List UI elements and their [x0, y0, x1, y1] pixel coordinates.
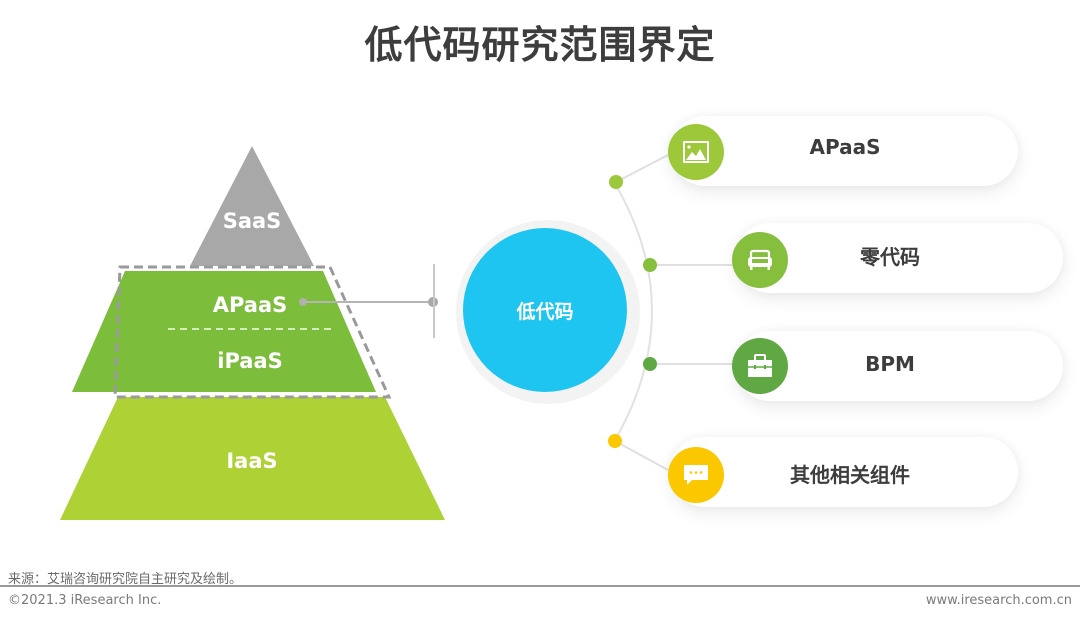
image-icon	[683, 141, 709, 163]
item-icon-circle-bpm	[732, 338, 788, 394]
item-card-zero-code	[735, 223, 1063, 293]
pyramid-layer-saas	[190, 146, 314, 266]
item-icon-circle-apaas	[668, 124, 724, 180]
briefcase-icon	[748, 354, 772, 377]
paas-highlight-border	[113, 265, 392, 399]
item-card-apaas	[670, 116, 1018, 186]
item-dot-4	[608, 434, 622, 448]
center-label: 低代码	[515, 300, 573, 323]
sofa-icon	[748, 249, 772, 270]
item-card-bpm	[735, 331, 1063, 401]
item-card-other	[670, 437, 1018, 507]
item-icon-circle-zero-code	[732, 232, 788, 288]
item-label-other: 其他相关组件	[790, 463, 910, 487]
source-note: 来源：艾瑞咨询研究院自主研究及绘制。	[8, 572, 243, 587]
item-dot-3	[643, 357, 657, 371]
item-line-4	[614, 440, 669, 471]
layer-label-saas: SaaS	[223, 209, 282, 233]
item-dot-1	[609, 175, 623, 189]
chat-bubble-icon	[684, 465, 708, 485]
layer-label-ipaas: iPaaS	[217, 349, 283, 373]
layer-label-apaas: APaaS	[213, 293, 288, 317]
center-circle	[463, 228, 627, 392]
footer-divider	[0, 585, 1080, 587]
page-title: 低代码研究范围界定	[364, 23, 716, 67]
item-line-1	[615, 154, 669, 183]
website-link[interactable]: www.iresearch.com.cn	[925, 593, 1072, 608]
copyright-text: ©2021.3 iResearch Inc.	[8, 593, 162, 608]
item-label-bpm: BPM	[865, 352, 915, 376]
pyramid-layer-iaas	[60, 397, 445, 520]
item-label-apaas: APaaS	[809, 135, 881, 159]
connector-arc	[613, 181, 653, 443]
item-icon-circle-other	[668, 447, 724, 503]
item-dot-2	[643, 258, 657, 272]
item-label-zero-code: 零代码	[860, 245, 920, 269]
layer-label-iaas: IaaS	[226, 449, 277, 473]
